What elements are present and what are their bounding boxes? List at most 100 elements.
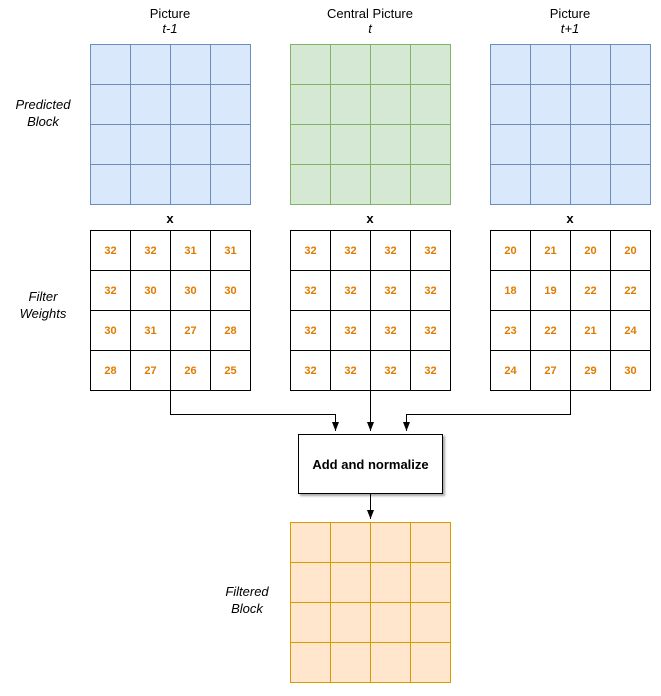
filtered-block-label-line2: Block (231, 601, 263, 616)
picture-cell (490, 164, 531, 205)
multiply-symbol-left: x (166, 211, 174, 226)
picture-cell (370, 84, 411, 125)
weight-cell: 28 (90, 350, 131, 391)
picture-cell (530, 124, 571, 165)
picture-grid-t-minus-1 (90, 44, 251, 205)
filtered-cell (290, 642, 331, 683)
weight-cell: 26 (170, 350, 211, 391)
filtered-cell (290, 602, 331, 643)
picture-title: Picture (549, 6, 591, 21)
weight-cell: 21 (530, 230, 571, 271)
picture-cell (570, 84, 611, 125)
picture-cell (210, 124, 251, 165)
picture-cell (370, 164, 411, 205)
picture-cell (410, 124, 451, 165)
column-title-t-plus-1: Picture t+1 (490, 6, 650, 36)
picture-cell (170, 84, 211, 125)
picture-cell (370, 44, 411, 85)
add-normalize-box: Add and normalize (298, 434, 443, 494)
picture-cell (210, 164, 251, 205)
weight-cell: 32 (370, 350, 411, 391)
picture-cell (610, 124, 651, 165)
weight-cell: 32 (330, 230, 371, 271)
weight-cell: 30 (130, 270, 171, 311)
picture-cell (130, 44, 171, 85)
filtered-cell (290, 522, 331, 563)
filtered-cell (410, 562, 451, 603)
weight-cell: 32 (290, 350, 331, 391)
weight-cell: 30 (90, 310, 131, 351)
filtered-cell (330, 602, 371, 643)
weight-cell: 32 (330, 270, 371, 311)
weight-cell: 32 (130, 230, 171, 271)
picture-cell (410, 164, 451, 205)
picture-grid-t-plus-1 (490, 44, 651, 205)
filtered-cell (330, 642, 371, 683)
picture-cell (210, 84, 251, 125)
weight-cell: 18 (490, 270, 531, 311)
picture-cell (290, 84, 331, 125)
picture-title: Central Picture (327, 6, 413, 21)
picture-grid-central (290, 44, 451, 205)
weight-cell: 27 (130, 350, 171, 391)
picture-title: Picture (149, 6, 191, 21)
filtered-cell (330, 562, 371, 603)
weight-cell: 20 (570, 230, 611, 271)
weight-cell: 32 (90, 270, 131, 311)
picture-cell (290, 44, 331, 85)
filtered-cell (410, 602, 451, 643)
picture-cell (330, 164, 371, 205)
weight-cell: 31 (130, 310, 171, 351)
filter-weights-label-line2: Weights (19, 306, 67, 321)
weight-cell: 32 (410, 270, 451, 311)
weight-cell: 32 (370, 230, 411, 271)
weight-cell: 31 (170, 230, 211, 271)
picture-cell (410, 84, 451, 125)
filtered-block-grid (290, 522, 451, 683)
weight-cell: 32 (410, 230, 451, 271)
weight-cell: 20 (610, 230, 651, 271)
weight-cell: 32 (90, 230, 131, 271)
filter-weights-label-line1: Filter (28, 289, 58, 304)
picture-cell (330, 44, 371, 85)
picture-cell (370, 124, 411, 165)
picture-cell (210, 44, 251, 85)
weight-cell: 32 (290, 230, 331, 271)
picture-cell (90, 84, 131, 125)
multiply-symbol-right: x (566, 211, 574, 226)
filtered-cell (370, 602, 411, 643)
weight-cell: 24 (490, 350, 531, 391)
picture-subtitle: t (368, 21, 372, 36)
picture-subtitle: t+1 (560, 21, 580, 36)
weight-cell: 32 (290, 270, 331, 311)
picture-cell (570, 124, 611, 165)
picture-cell (90, 44, 131, 85)
filter-weights-label: Filter Weights (0, 288, 86, 322)
weight-cell: 27 (530, 350, 571, 391)
weight-cell: 22 (570, 270, 611, 311)
weight-cell: 21 (570, 310, 611, 351)
column-title-t: Central Picture t (290, 6, 450, 36)
picture-cell (490, 84, 531, 125)
weight-cell: 32 (410, 350, 451, 391)
weight-cell: 29 (570, 350, 611, 391)
picture-cell (610, 84, 651, 125)
weight-cell: 28 (210, 310, 251, 351)
picture-cell (530, 164, 571, 205)
picture-cell (410, 44, 451, 85)
arrow-left-filter-to-add (170, 391, 339, 431)
picture-cell (610, 44, 651, 85)
weight-cell: 32 (330, 310, 371, 351)
filtered-cell (370, 562, 411, 603)
picture-cell (570, 44, 611, 85)
picture-cell (330, 124, 371, 165)
add-normalize-label: Add and normalize (312, 456, 429, 472)
weight-cell: 32 (370, 270, 411, 311)
weight-cell: 24 (610, 310, 651, 351)
weight-cell: 23 (490, 310, 531, 351)
weight-cell: 30 (170, 270, 211, 311)
filtered-block-label-line1: Filtered (225, 584, 269, 599)
